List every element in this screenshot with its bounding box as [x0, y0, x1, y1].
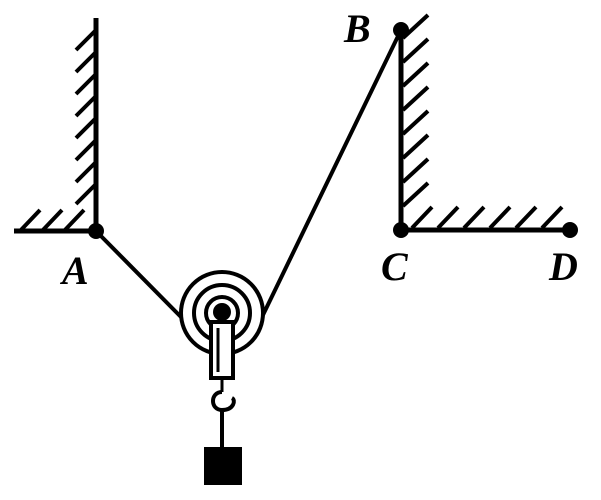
- right-floor: [401, 205, 570, 233]
- point-a-dot: [88, 223, 104, 239]
- point-b-dot: [393, 22, 409, 38]
- spring-scale: [209, 320, 235, 392]
- weight-block: [204, 447, 242, 485]
- rope: [94, 29, 403, 320]
- label-b: B: [343, 6, 371, 51]
- left-wall: [74, 18, 99, 231]
- label-a: A: [59, 248, 89, 293]
- point-c-dot: [393, 222, 409, 238]
- right-wall: [398, 13, 430, 230]
- point-d-dot: [562, 222, 578, 238]
- hook: [211, 390, 236, 448]
- label-c: C: [381, 244, 409, 289]
- label-d: D: [548, 244, 578, 289]
- left-floor: [14, 208, 96, 234]
